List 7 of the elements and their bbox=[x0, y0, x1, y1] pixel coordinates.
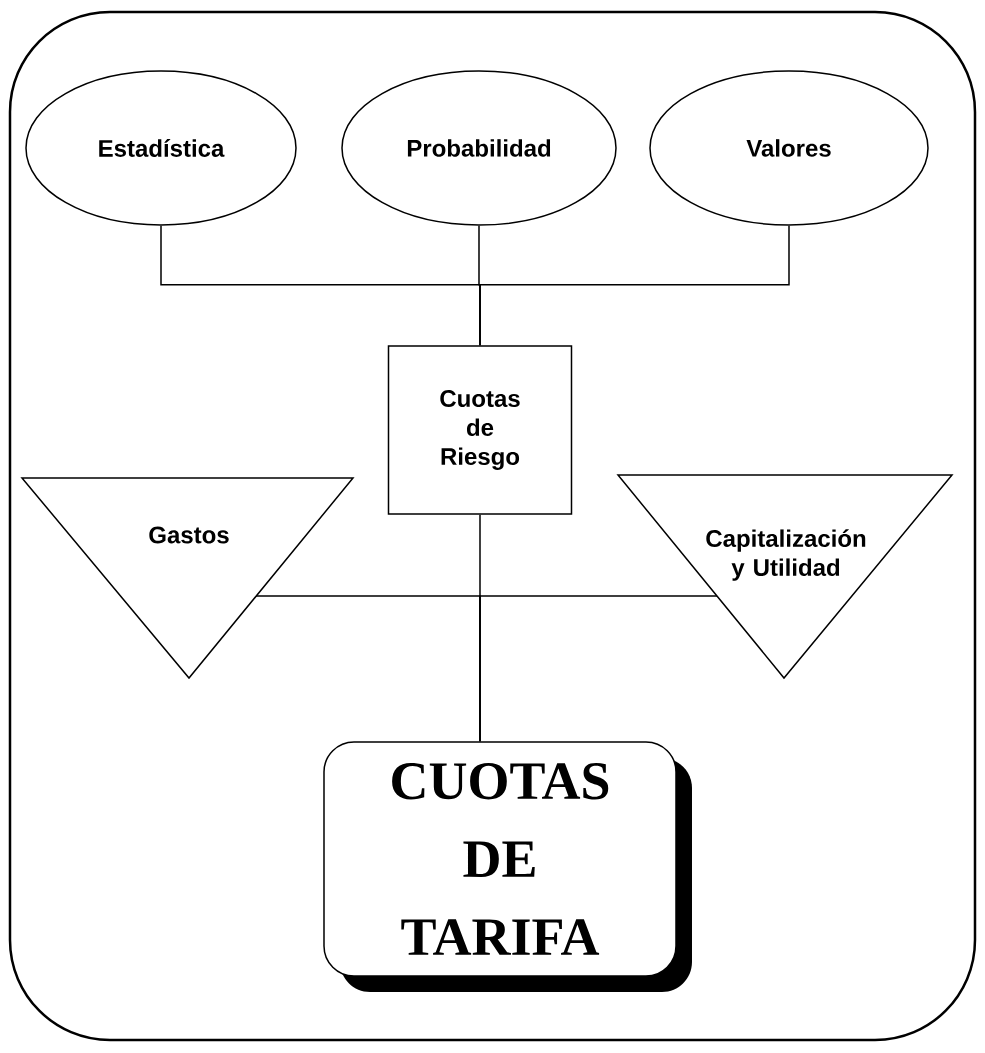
ellipse-node: Probabilidad bbox=[341, 70, 617, 226]
result-box: CUOTAS DE TARIFA bbox=[323, 741, 692, 992]
connector-line bbox=[479, 225, 790, 346]
ellipse-node: Estadística bbox=[25, 70, 297, 226]
connector-line bbox=[479, 595, 718, 742]
ellipse-node: Valores bbox=[649, 70, 929, 226]
process-box: Cuotas de Riesgo bbox=[387, 345, 573, 515]
